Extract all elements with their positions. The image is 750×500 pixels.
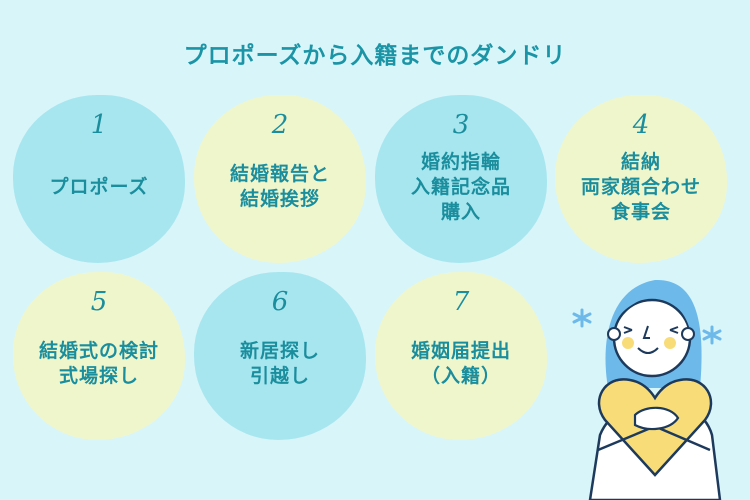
- step-label-line: 新居探し: [239, 340, 320, 362]
- step-number: 7: [452, 287, 470, 317]
- step-number: 6: [271, 287, 289, 317]
- step-label: 婚約指輪 入籍記念品 購入: [411, 141, 511, 263]
- step-6-circle: 6 新居探し 引越し: [194, 272, 366, 440]
- step-label-line: 婚約指輪: [420, 150, 501, 173]
- step-label-line: 入籍記念品: [410, 175, 511, 198]
- step-label-line: 結婚報告と: [229, 163, 330, 185]
- step-label: 新居探し 引越し: [240, 318, 320, 440]
- step-label: 結納 両家顔合わせ 食事会: [581, 141, 701, 263]
- step-label: 結婚式の検討 式場探し: [39, 318, 159, 440]
- step-label-line: 引越し: [249, 365, 310, 387]
- step-label-line: プロポーズ: [49, 175, 149, 198]
- step-number: 1: [90, 110, 108, 140]
- step-label-line: 結納: [620, 150, 661, 173]
- step-3-circle: 3 婚約指輪 入籍記念品 購入: [375, 95, 547, 263]
- step-number: 4: [632, 110, 650, 140]
- step-label: プロポーズ: [49, 141, 148, 263]
- step-label: 婚姻届提出 （入籍）: [411, 318, 511, 440]
- sparkle-icon: [572, 308, 722, 345]
- step-label-line: 婚姻届提出: [410, 340, 511, 362]
- step-number: 2: [271, 110, 289, 140]
- step-label-line: 購入: [440, 200, 481, 223]
- woman-hugging-heart-illustration: [572, 279, 722, 500]
- step-label-line: 結婚挨拶: [239, 188, 320, 210]
- step-label-line: 結婚式の検討: [38, 340, 159, 362]
- step-label-line: 式場探し: [58, 365, 139, 387]
- step-5-circle: 5 結婚式の検討 式場探し: [13, 272, 185, 440]
- step-7-circle: 7 婚姻届提出 （入籍）: [375, 272, 547, 440]
- step-label-line: （入籍）: [420, 365, 501, 387]
- step-1-circle: 1 プロポーズ: [13, 95, 185, 263]
- step-number: 3: [452, 110, 470, 140]
- step-label: 結婚報告と 結婚挨拶: [230, 141, 330, 263]
- step-4-circle: 4 結納 両家顔合わせ 食事会: [555, 95, 727, 263]
- step-label-line: 食事会: [610, 200, 671, 223]
- step-2-circle: 2 結婚報告と 結婚挨拶: [194, 95, 366, 263]
- step-number: 5: [90, 287, 108, 317]
- page-title: プロポーズから入籍までのダンドリ: [183, 43, 567, 69]
- step-label-line: 両家顔合わせ: [580, 175, 701, 198]
